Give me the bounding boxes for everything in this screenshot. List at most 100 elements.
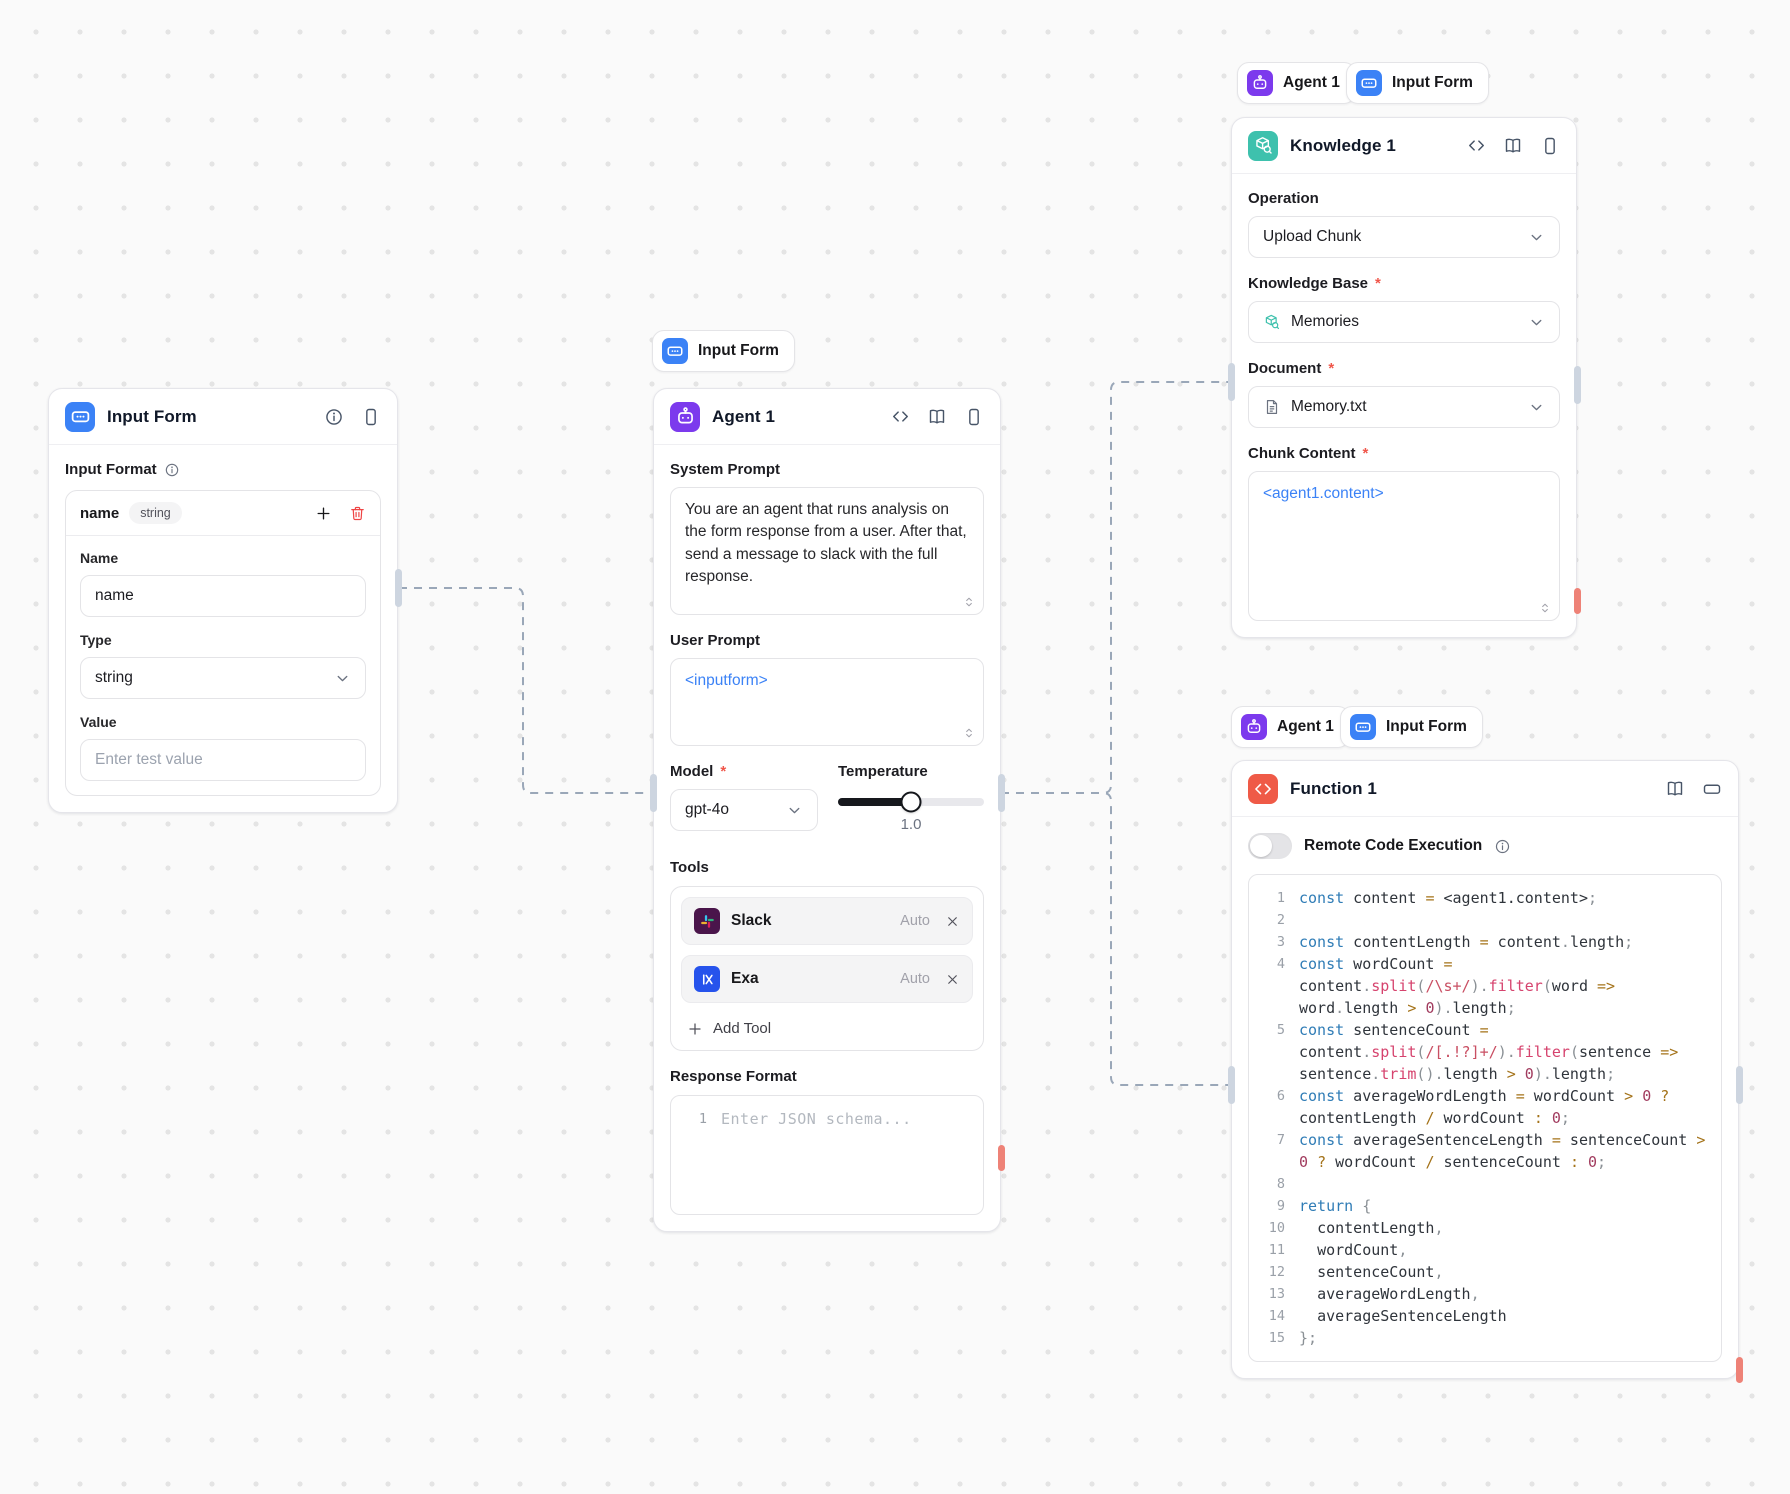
resize-handle-icon[interactable] — [962, 595, 976, 609]
output-port-knowledge[interactable] — [1574, 366, 1581, 404]
temperature-value: 1.0 — [900, 816, 922, 833]
exa-icon — [694, 966, 720, 992]
tool-row-slack[interactable]: Slack Auto — [681, 897, 973, 945]
code-view-icon[interactable] — [891, 407, 910, 426]
docs-icon[interactable] — [1503, 136, 1523, 156]
remove-tool-icon[interactable] — [945, 972, 960, 987]
document-select[interactable]: Memory.txt — [1248, 386, 1560, 428]
mobile-preview-icon[interactable] — [964, 407, 984, 427]
document-icon — [1263, 398, 1281, 416]
field-row-header[interactable]: name string — [66, 491, 380, 536]
knowledge-base-select[interactable]: Memories — [1248, 301, 1560, 343]
operation-select[interactable]: Upload Chunk — [1248, 216, 1560, 258]
type-select[interactable]: string — [80, 657, 366, 699]
remove-tool-icon[interactable] — [945, 914, 960, 929]
docs-icon[interactable] — [927, 407, 947, 427]
output-port-function[interactable] — [1736, 1066, 1743, 1104]
tool-mode[interactable]: Auto — [900, 913, 930, 929]
input-format-label: Input Format — [65, 461, 381, 478]
operation-label: Operation — [1248, 190, 1319, 207]
code-line: 12 sentenceCount, — [1268, 1263, 1444, 1281]
model-label: Model* — [670, 763, 727, 780]
edge-agent-to-knowledge — [1001, 381, 1228, 794]
input-form-reference-badge[interactable]: Input Form — [1340, 706, 1483, 748]
chunk-content-textarea[interactable]: <agent1.content> — [1248, 471, 1560, 621]
agent-reference-badge[interactable]: Agent 1 — [1231, 706, 1350, 748]
remote-code-execution-label: Remote Code Execution — [1304, 837, 1483, 854]
edge-agent-to-function — [1001, 792, 1228, 1086]
input-form-reference-badge[interactable]: Input Form — [652, 330, 795, 372]
code-line: 13 averageWordLength, — [1268, 1285, 1480, 1303]
field-type-pill: string — [129, 502, 182, 524]
system-prompt-label: System Prompt — [670, 461, 781, 478]
input-port-agent[interactable] — [650, 774, 657, 812]
output-port-agent[interactable] — [998, 774, 1005, 812]
function-node-header[interactable]: Function 1 — [1232, 761, 1738, 817]
remote-code-execution-toggle[interactable] — [1248, 833, 1292, 859]
code-line: 2 — [1276, 912, 1285, 928]
add-tool-button[interactable]: Add Tool — [681, 1013, 973, 1040]
alert-marker-agent — [998, 1145, 1005, 1171]
tool-row-exa[interactable]: Exa Auto — [681, 955, 973, 1003]
temperature-slider[interactable]: 1.0 — [838, 791, 984, 842]
input-form-reference-badge[interactable]: Input Form — [1346, 62, 1489, 104]
name-input[interactable]: name — [80, 575, 366, 617]
temperature-track[interactable] — [838, 791, 984, 813]
mobile-preview-icon[interactable] — [1540, 136, 1560, 156]
node-title: Function 1 — [1290, 778, 1377, 798]
info-icon[interactable] — [1494, 838, 1511, 855]
response-format-label: Response Format — [670, 1068, 797, 1085]
delete-field-icon[interactable] — [349, 505, 366, 522]
info-icon[interactable] — [164, 462, 180, 478]
resize-handle-icon[interactable] — [1538, 601, 1552, 615]
agent-node-header[interactable]: Agent 1 — [654, 389, 1000, 445]
value-input[interactable]: Enter test value — [80, 739, 366, 781]
node-title: Agent 1 — [712, 406, 776, 426]
model-select[interactable]: gpt-4o — [670, 789, 818, 831]
knowledge-node-header[interactable]: Knowledge 1 — [1232, 118, 1576, 174]
user-prompt-label: User Prompt — [670, 632, 761, 649]
function-icon — [1248, 773, 1278, 804]
input-port-function[interactable] — [1228, 1066, 1235, 1104]
output-port-input-form[interactable] — [395, 569, 402, 607]
system-prompt-textarea[interactable]: You are an agent that runs analysis on t… — [670, 487, 984, 615]
agent-reference-badge[interactable]: Agent 1 — [1237, 62, 1356, 104]
code-line: 11 wordCount, — [1268, 1241, 1408, 1259]
mobile-preview-icon[interactable] — [361, 407, 381, 427]
resize-handle-icon[interactable] — [962, 726, 976, 740]
node-title: Input Form — [107, 406, 197, 426]
input-port-knowledge[interactable] — [1228, 363, 1235, 401]
temperature-fill — [838, 798, 911, 806]
type-label: Type — [80, 632, 112, 648]
knowledge-base-icon — [1263, 313, 1281, 331]
agent-node: Agent 1 System Prompt You are an agent t… — [653, 388, 1001, 1232]
edge-inputform-to-agent — [399, 587, 650, 794]
input-form-node-header[interactable]: Input Form — [49, 389, 397, 445]
code-line: 14 averageSentenceLength — [1268, 1307, 1507, 1325]
document-label: Document* — [1248, 360, 1335, 377]
tools-label: Tools — [670, 859, 709, 876]
code-line: 8 — [1276, 1176, 1285, 1192]
temperature-label: Temperature — [838, 763, 928, 780]
value-label: Value — [80, 714, 117, 730]
info-icon[interactable] — [324, 407, 344, 427]
code-view-icon[interactable] — [1467, 136, 1486, 155]
docs-icon[interactable] — [1665, 779, 1685, 799]
field-name: name — [80, 504, 120, 522]
code-line: 15}; — [1268, 1329, 1318, 1347]
alert-marker-function — [1736, 1357, 1743, 1383]
code-line: 10 contentLength, — [1268, 1219, 1444, 1237]
add-field-icon[interactable] — [315, 505, 332, 522]
response-format-editor[interactable]: 1 Enter JSON schema... — [670, 1095, 984, 1215]
tool-mode[interactable]: Auto — [900, 971, 930, 987]
temperature-knob[interactable] — [900, 791, 922, 813]
knowledge-base-label: Knowledge Base* — [1248, 275, 1381, 292]
user-prompt-textarea[interactable]: <inputform> — [670, 658, 984, 746]
panel-icon[interactable] — [1702, 779, 1722, 799]
